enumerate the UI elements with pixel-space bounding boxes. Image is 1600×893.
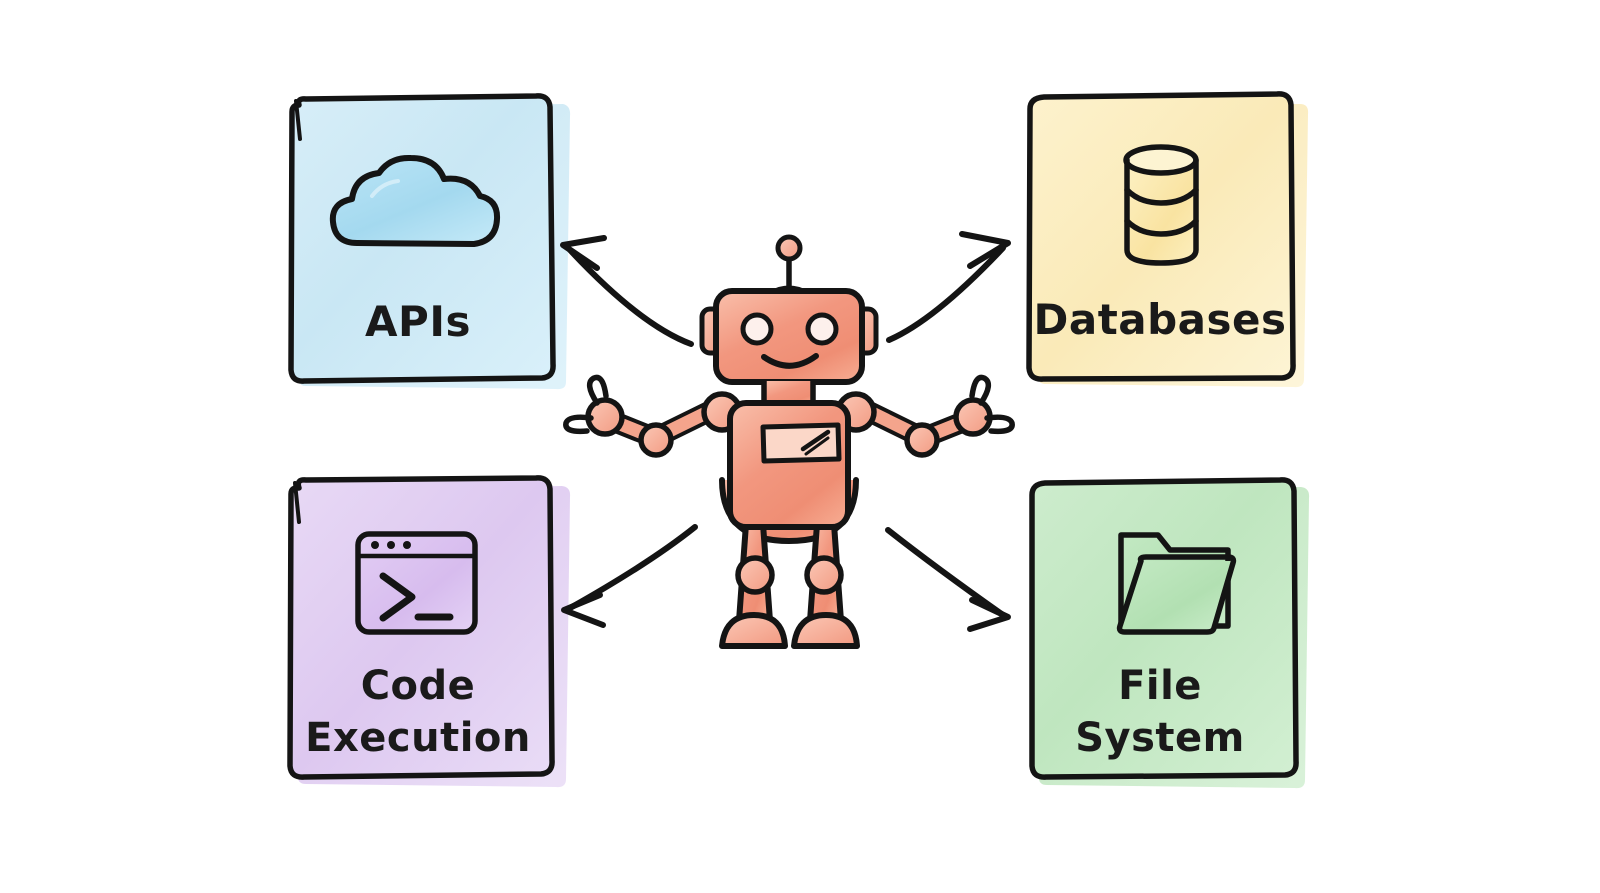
panel-code-execution-ink-flick	[293, 481, 301, 524]
panel-apis-outline	[288, 93, 556, 384]
panel-file-system-label-line2: System	[1075, 715, 1245, 761]
panel-file-system[interactable]: File System	[1029, 477, 1310, 789]
robot-icon[interactable]	[563, 234, 1015, 649]
panel-file-system-outline	[1029, 477, 1299, 780]
panel-apis-ink-flick	[294, 99, 302, 141]
panel-code-execution-label-line2: Execution	[305, 715, 531, 761]
arrow-to-file-system	[885, 527, 1011, 632]
panel-apis[interactable]: APIs	[288, 93, 571, 390]
terminal-icon	[355, 531, 478, 635]
panel-code-execution-label-line1: Code	[361, 663, 476, 709]
cloud-icon	[329, 154, 501, 247]
folder-icon	[1116, 532, 1237, 635]
arrow-to-apis	[560, 235, 694, 347]
panel-databases[interactable]: Databases	[1026, 91, 1309, 388]
panel-databases-outline	[1026, 91, 1296, 382]
database-icon	[1123, 144, 1199, 266]
panel-file-system-label-line1: File	[1118, 663, 1202, 709]
panel-code-execution-outline	[287, 475, 555, 780]
arrow-to-code-execution	[561, 524, 698, 628]
arrow-to-databases	[886, 231, 1011, 343]
panel-code-execution[interactable]: Code Execution	[287, 475, 571, 788]
panel-databases-label: Databases	[1033, 295, 1286, 344]
panel-apis-label: APIs	[365, 297, 471, 346]
